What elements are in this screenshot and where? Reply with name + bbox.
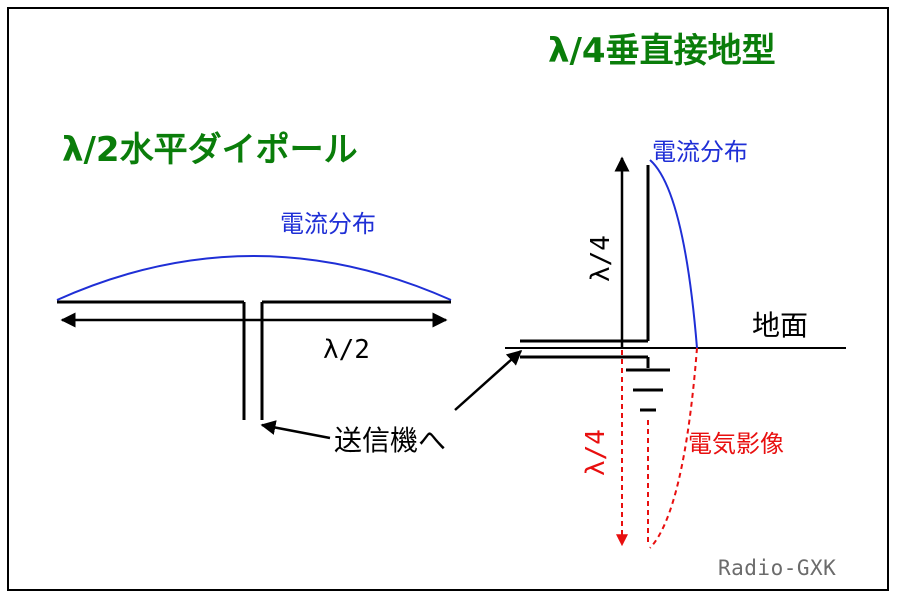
callout-arrow-ground-plane <box>454 350 523 411</box>
ground-label: 地面 <box>752 309 809 342</box>
credit-text: Radio-GXK <box>718 556 837 580</box>
dipole-current-curve <box>56 255 452 301</box>
vertical-current-label: 電流分布 <box>652 138 748 166</box>
quarter-wave-up-label: λ/4 <box>586 235 616 282</box>
to-transmitter-label: 送信機へ <box>334 424 447 457</box>
dipole-current-label: 電流分布 <box>280 210 376 238</box>
dipole-title: λ/2水平ダイポール <box>62 130 358 170</box>
vertical-current-curve <box>649 159 698 349</box>
quarter-wave-down-label: λ/4 <box>581 429 611 476</box>
half-wave-label: λ/2 <box>323 335 370 365</box>
callout-arrow-dipole <box>260 420 331 440</box>
image-current-curve <box>649 347 698 549</box>
ground-plane-title: λ/4垂直接地型 <box>548 31 776 71</box>
electric-image-label: 電気影像 <box>688 430 784 458</box>
